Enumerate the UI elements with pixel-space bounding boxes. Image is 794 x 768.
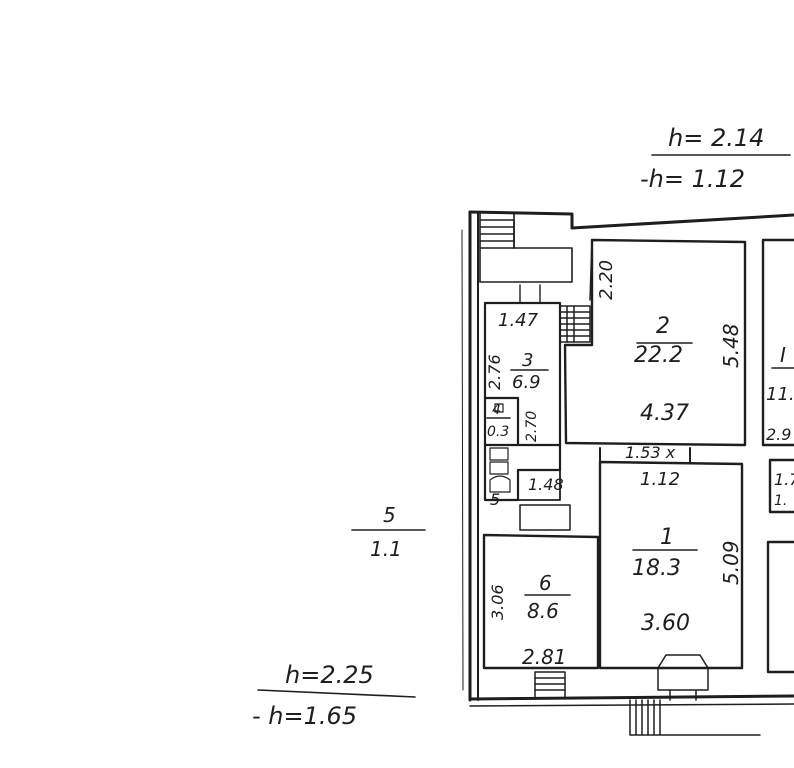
room4-num: 4 [492,402,501,418]
room6-num: 6 [539,571,552,595]
room6-width: 2.81 [522,645,567,669]
top-left-stair [479,213,573,283]
room5-length: 2.70 [524,411,540,442]
room1-area: 18.3 [632,556,681,581]
room-1 [598,460,744,670]
edge-fragment-1: 2.9 [766,425,791,444]
room1-width: 3.60 [641,611,690,636]
corridor-dim-a: 1.53 x [625,443,676,462]
outside-label-area: 1.1 [370,537,402,561]
bottom-height-h: h=2.25 [285,661,374,689]
room5-num: 5 [490,490,500,509]
outside-label-num: 5 [383,503,396,527]
labels: h= 2.14 -h= 1.12 h=2.25 - h=1.65 5 1.1 2… [252,124,794,730]
right-rooms [761,238,794,674]
edge-fragment-3: 1. [774,493,787,509]
exterior-walls [461,210,794,707]
room6-area: 8.6 [527,599,559,623]
roomI-area: 11.7 [766,384,794,405]
room2-width: 4.37 [640,401,689,426]
room-3-block [483,284,562,502]
room2-area: 22.2 [634,343,683,368]
edge-fragment-2: 1.7 [774,470,794,489]
bottom-height-minus-h: - h=1.65 [252,702,357,730]
room5-width: 1.48 [528,475,564,494]
room3-width: 1.47 [498,310,539,331]
room1-num: 1 [660,525,674,550]
room-6 [482,533,600,670]
room4-area: 0.3 [487,424,509,440]
fraction-lines [257,154,794,698]
bottom-stairs [534,654,761,736]
room3-num: 3 [522,350,533,371]
room1-length: 5.09 [719,540,743,585]
room6-length: 3.06 [488,584,507,620]
inner-stair [559,305,591,343]
corridor-dim-b: 1.12 [640,469,680,490]
room2-num: 2 [656,314,670,339]
room2-side: 2.20 [596,260,617,300]
room3-area: 6.9 [512,372,541,393]
corridor [519,447,691,531]
room2-length: 5.48 [719,323,743,368]
roomI-num: I [780,343,786,367]
room-2 [563,238,747,447]
room3-length: 2.76 [485,354,504,390]
top-height-h: h= 2.14 [668,124,764,152]
top-height-minus-h: -h= 1.12 [640,165,745,193]
